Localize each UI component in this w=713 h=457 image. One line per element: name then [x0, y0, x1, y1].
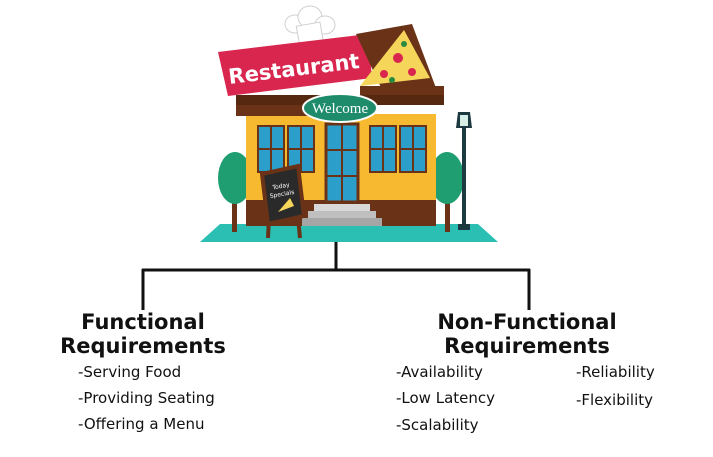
lamp-post	[462, 128, 466, 230]
functional-title-line1: Functional	[81, 310, 205, 334]
specials-board: Today Specials	[259, 163, 307, 239]
welcome-text: Welcome	[312, 101, 369, 117]
non-functional-item: -Availability	[396, 363, 483, 381]
functional-title: Functional Requirements	[45, 310, 241, 358]
specials-line2: Specials	[269, 189, 295, 200]
tree-connector	[141, 242, 531, 310]
non-functional-item: -Scalability	[396, 416, 479, 434]
restaurant-sign	[218, 34, 372, 96]
non-functional-title-line1: Non-Functional	[437, 310, 617, 334]
entrance-steps	[302, 204, 382, 226]
functional-item: -Serving Food	[78, 363, 182, 381]
non-functional-title: Non-Functional Requirements	[412, 310, 642, 358]
non-functional-item: -Flexibility	[576, 391, 653, 409]
right-tree-trunk	[445, 196, 450, 232]
windows	[257, 125, 427, 173]
non-functional-title-line2: Requirements	[444, 334, 610, 358]
functional-item: -Offering a Menu	[78, 415, 205, 433]
lamp-base	[458, 224, 470, 230]
right-tree	[430, 152, 464, 204]
ground-platform	[200, 224, 498, 242]
left-tree	[218, 152, 252, 204]
functional-title-line2: Requirements	[60, 334, 226, 358]
pizza-slice-icon	[356, 24, 436, 94]
non-functional-item: -Low Latency	[396, 389, 496, 407]
specials-line1: Today	[271, 181, 291, 191]
functional-item: -Providing Seating	[78, 389, 215, 407]
welcome-sign	[302, 93, 378, 123]
left-tree-trunk	[232, 196, 237, 232]
non-functional-item: -Reliability	[576, 363, 655, 381]
